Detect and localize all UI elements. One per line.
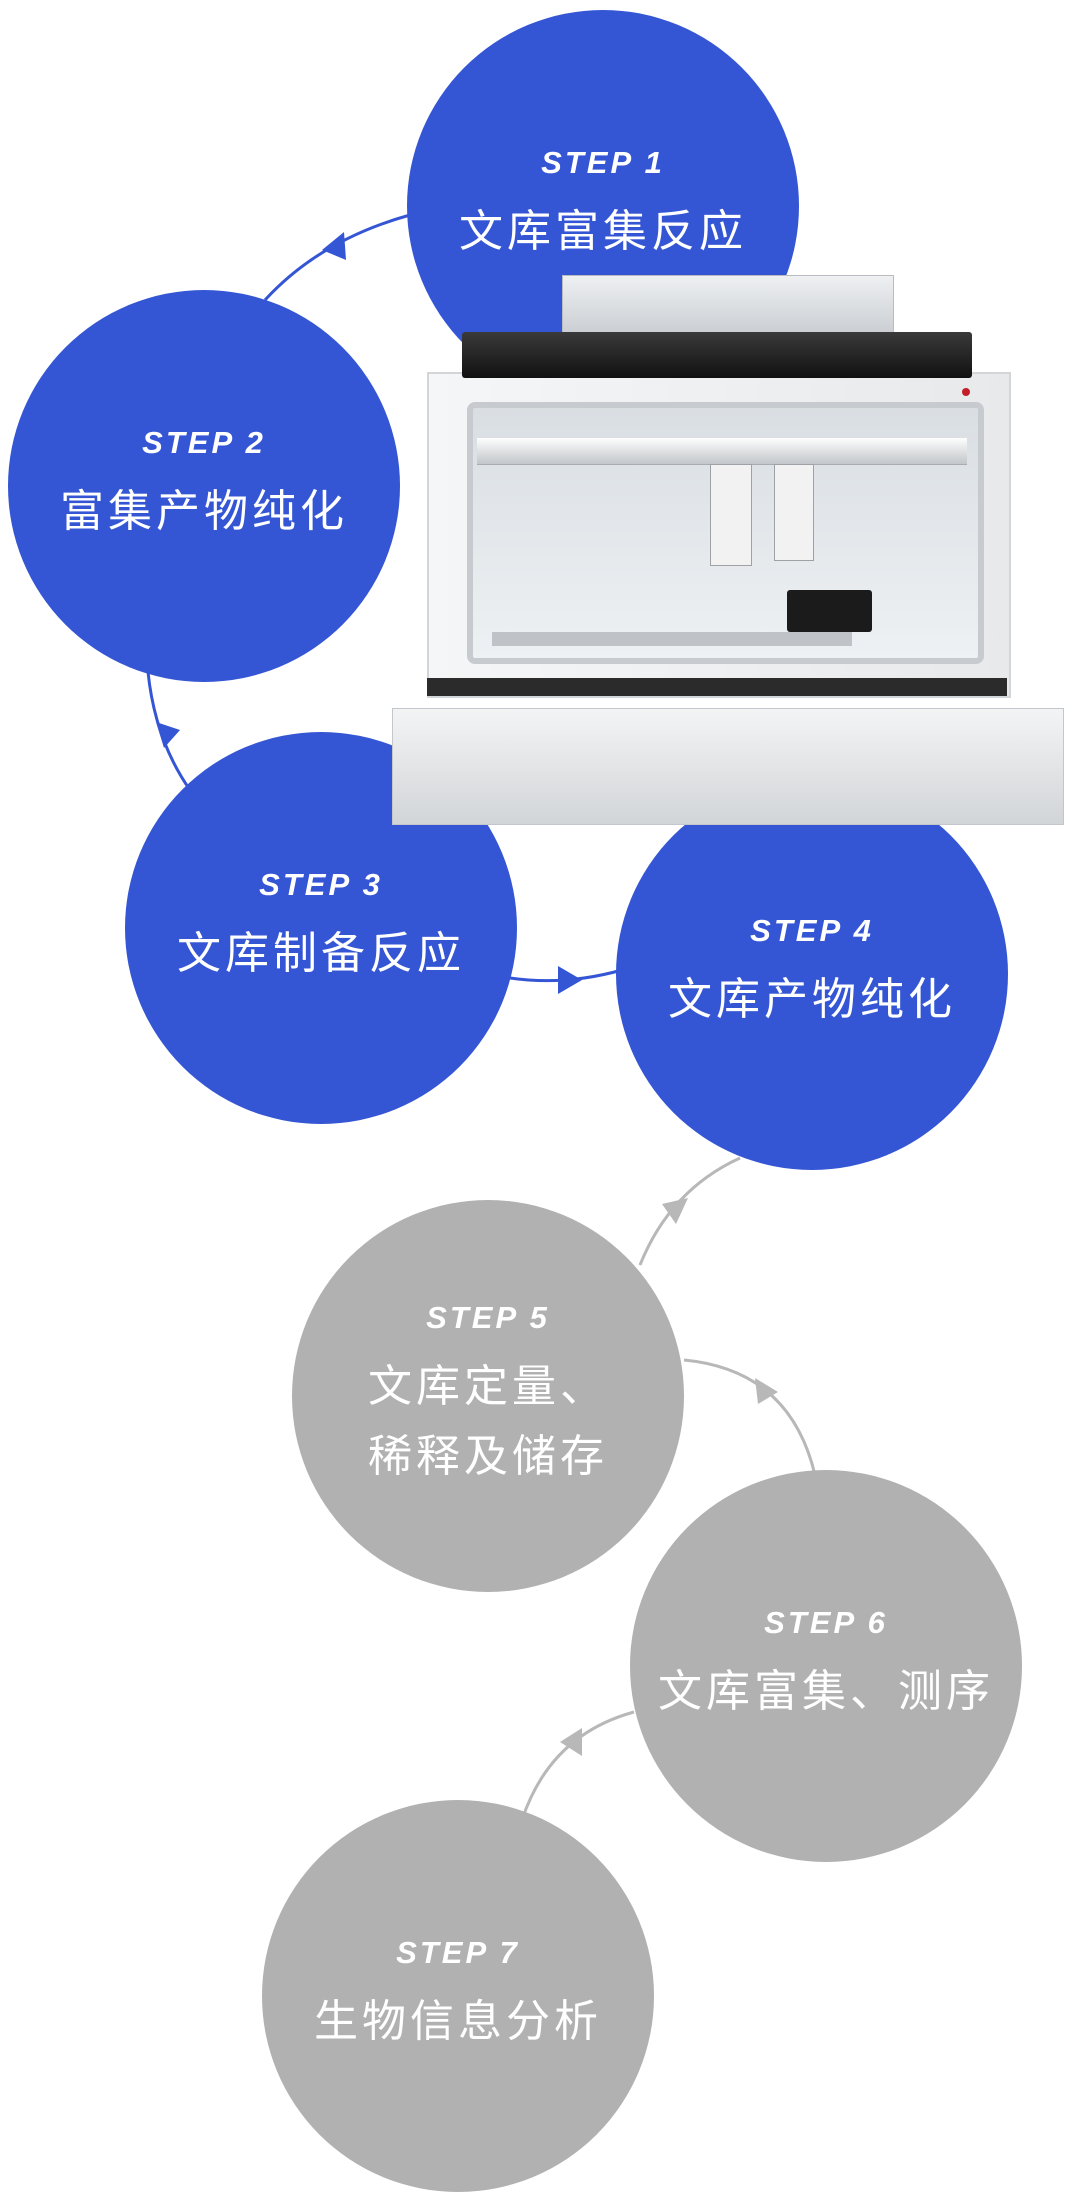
arrow-head-icon (156, 722, 180, 748)
brand-logo-icon (962, 388, 970, 396)
connector-step6-step7 (520, 1710, 635, 1821)
arrow-head-icon (662, 1198, 688, 1224)
arrow-head-icon (755, 1378, 778, 1404)
step-title: 文库富集、测序 (658, 1666, 994, 1717)
step-label: STEP 1 (541, 145, 665, 180)
step-5-circle: STEP 5 文库定量、 稀释及储存 (292, 1200, 684, 1592)
instrument-lid (462, 332, 972, 378)
step-title-line-2: 稀释及储存 (368, 1431, 608, 1482)
step-title: 生物信息分析 (314, 1996, 602, 2047)
arrow-head-icon (558, 966, 582, 994)
arrow-head-icon (560, 1728, 582, 1756)
step-label: STEP 7 (396, 1935, 520, 1970)
connector-step4-step5 (638, 1156, 741, 1266)
arrow-head-icon (322, 232, 346, 260)
instrument-base (392, 708, 1064, 825)
instrument-illustration (392, 260, 1064, 830)
connector-step1-step2 (263, 213, 411, 302)
pipette-head (710, 464, 752, 566)
step-label: STEP 2 (142, 425, 266, 460)
instrument-deck (492, 632, 852, 646)
instrument-bin (787, 590, 872, 632)
instrument-bottom-trim (427, 678, 1007, 696)
step-label: STEP 4 (750, 913, 874, 948)
step-title: 文库定量、 (368, 1361, 608, 1412)
pipette-head (774, 464, 814, 561)
step-title: 文库制备反应 (177, 928, 465, 979)
step-label: STEP 5 (426, 1300, 550, 1335)
step-title: 文库产物纯化 (668, 974, 956, 1025)
step-7-circle: STEP 7 生物信息分析 (262, 1800, 654, 2192)
step-title: 文库富集反应 (459, 206, 747, 257)
step-6-circle: STEP 6 文库富集、测序 (630, 1470, 1022, 1862)
step-label: STEP 6 (764, 1605, 888, 1640)
instrument-rail (477, 438, 967, 465)
connector-step5-step6 (683, 1358, 817, 1476)
step-2-circle: STEP 2 富集产物纯化 (8, 290, 400, 682)
step-4-circle: STEP 4 文库产物纯化 (616, 778, 1008, 1170)
instrument-top-box (562, 275, 894, 337)
step-title: 富集产物纯化 (60, 486, 348, 537)
step-label: STEP 3 (259, 867, 383, 902)
